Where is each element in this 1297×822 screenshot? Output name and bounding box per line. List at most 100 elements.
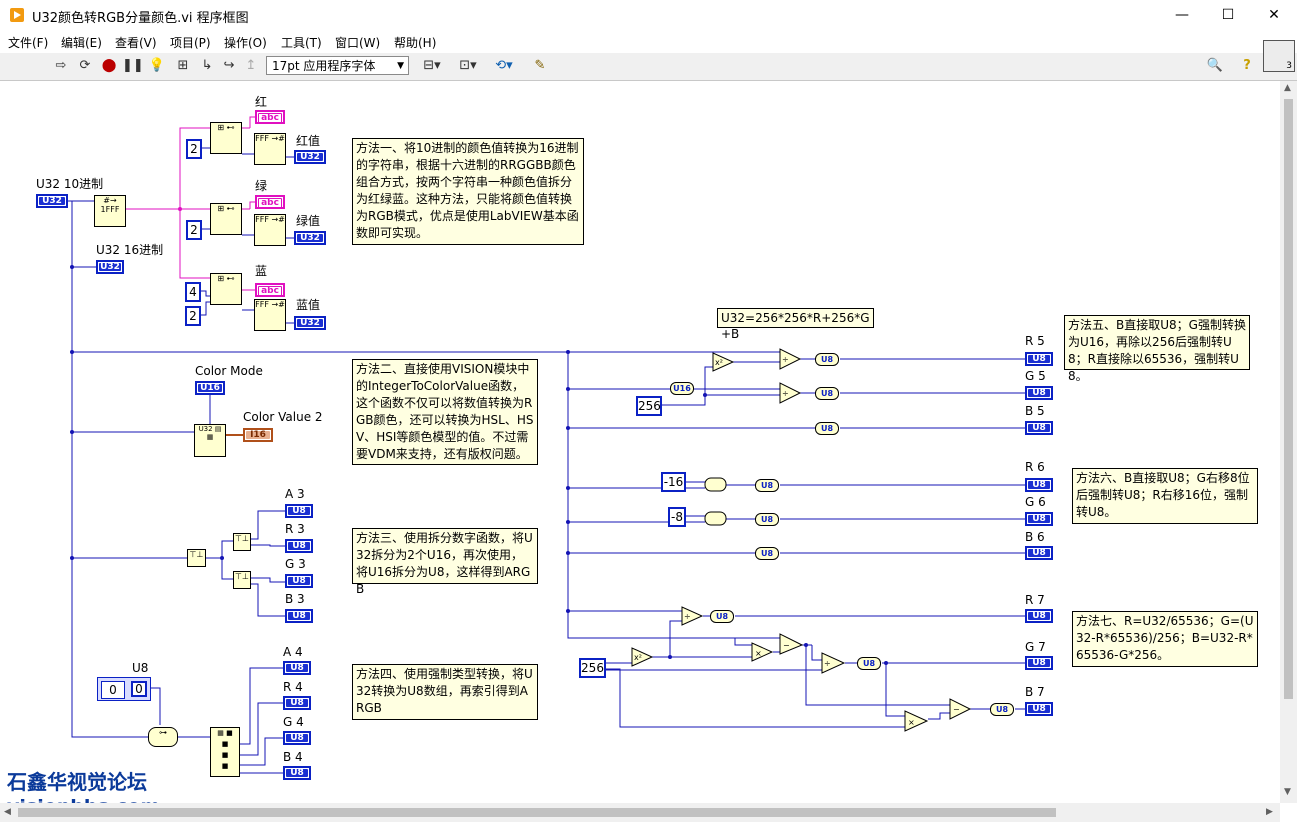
string-subset-red[interactable]: ⊞ ⊷ (210, 122, 242, 154)
to-u8-conversion-g7[interactable]: U8 (857, 657, 881, 670)
r5-indicator[interactable]: U8 (1025, 352, 1053, 366)
note-method-1[interactable]: 方法一、将10进制的颜色值转换为16进制的字符串，根据十六进制的RRGGBB颜色… (352, 138, 584, 245)
to-u8-conversion-g6[interactable]: U8 (755, 513, 779, 526)
logical-shift-r6[interactable] (704, 477, 727, 492)
r3-indicator[interactable]: U8 (285, 539, 313, 553)
u32-dec-control[interactable]: U32 (36, 194, 68, 208)
length-constant-2-green[interactable]: 2 (186, 220, 202, 240)
u32-hex-indicator[interactable]: U32 (96, 260, 124, 274)
b7-indicator[interactable]: U8 (1025, 702, 1053, 716)
split-number-function-2[interactable]: ⊤⊥ (233, 533, 251, 551)
divide-function-g5[interactable] (779, 382, 802, 404)
u8-array-constant[interactable]: 0 0 (97, 677, 151, 701)
r6-indicator[interactable]: U8 (1025, 478, 1053, 492)
distribute-objects-icon[interactable]: ⊡▾ (459, 58, 477, 73)
horizontal-scroll-thumb[interactable] (18, 808, 1056, 817)
pause-icon[interactable]: ❚❚ (122, 58, 144, 73)
horizontal-scrollbar[interactable]: ◀ ▶ (0, 803, 1280, 822)
to-u16-conversion[interactable]: U16 (670, 382, 694, 395)
hex-string-to-number-blue[interactable]: FFF →# (254, 299, 286, 331)
note-method-5[interactable]: 方法五、B直接取U8；G强制转换为U16，再除以256后强制转U8；R直接除以6… (1064, 315, 1250, 383)
menu-window[interactable]: 窗口(W) (335, 36, 381, 50)
offset-constant-4-blue[interactable]: 4 (185, 282, 201, 302)
retain-wire-values-icon[interactable]: ⊞ (177, 58, 189, 73)
cleanup-diagram-icon[interactable]: ✎ (534, 58, 546, 73)
string-subset-blue[interactable]: ⊞ ⊷ (210, 273, 242, 305)
hex-string-to-number-green[interactable]: FFF →# (254, 214, 286, 246)
step-into-icon[interactable]: ↳ (201, 58, 213, 73)
g5-indicator[interactable]: U8 (1025, 386, 1053, 400)
hex-string-to-number-red[interactable]: FFF →# (254, 133, 286, 165)
red-string-indicator[interactable]: abc (255, 110, 285, 124)
integer-to-color-value-function[interactable]: U32 ▤▦ (194, 424, 226, 457)
logical-shift-g6[interactable] (704, 511, 727, 526)
menu-edit[interactable]: 编辑(E) (61, 36, 102, 50)
square-function-2[interactable] (631, 647, 654, 667)
divide-function-g7[interactable] (821, 652, 846, 674)
b4-indicator[interactable]: U8 (283, 766, 311, 780)
color-value-2-indicator[interactable]: I16 (243, 428, 273, 442)
split-number-function-3[interactable]: ⊤⊥ (233, 571, 251, 589)
red-value-indicator[interactable]: U32 (294, 150, 326, 164)
green-value-indicator[interactable]: U32 (294, 231, 326, 245)
r4-indicator[interactable]: U8 (283, 696, 311, 710)
index-array-function[interactable]: ▦ ■■■■ (210, 727, 240, 777)
multiply-function-1[interactable] (751, 642, 774, 662)
divide-function-r7[interactable] (681, 606, 704, 626)
close-button[interactable]: ✕ (1268, 7, 1280, 23)
run-continuously-icon[interactable]: ⟳ (79, 58, 91, 73)
g4-indicator[interactable]: U8 (283, 731, 311, 745)
to-u8-conversion-r5[interactable]: U8 (815, 353, 839, 366)
scroll-left-icon[interactable]: ◀ (4, 807, 11, 817)
constant-minus16[interactable]: -16 (661, 472, 686, 492)
note-method-6[interactable]: 方法六、B直接取U8；G右移8位后强制转U8；R右移16位，强制转U8。 (1072, 468, 1258, 524)
scroll-right-icon[interactable]: ▶ (1266, 807, 1273, 817)
step-over-icon[interactable]: ↪ (223, 58, 235, 73)
square-function[interactable] (712, 352, 735, 372)
type-cast-function[interactable]: ⊶ (148, 727, 178, 747)
b5-indicator[interactable]: U8 (1025, 421, 1053, 435)
abort-icon[interactable]: ⬤ (101, 58, 117, 73)
blue-string-indicator[interactable]: abc (255, 283, 285, 297)
array-element-display[interactable]: 0 (131, 681, 147, 697)
b3-indicator[interactable]: U8 (285, 609, 313, 623)
highlight-execution-icon[interactable]: 💡 (148, 58, 166, 73)
to-u8-conversion-b7[interactable]: U8 (990, 703, 1014, 716)
note-method-3[interactable]: 方法三、使用拆分数字函数，将U32拆分为2个U16，再次使用，将U16拆分为U8… (352, 528, 538, 596)
number-to-hex-string-function[interactable]: #→ 1FFF (94, 195, 126, 227)
a3-indicator[interactable]: U8 (285, 504, 313, 518)
vertical-scroll-thumb[interactable] (1284, 99, 1293, 699)
run-icon[interactable]: ⇨ (55, 58, 67, 73)
to-u8-conversion-g5[interactable]: U8 (815, 387, 839, 400)
g6-indicator[interactable]: U8 (1025, 512, 1053, 526)
g3-indicator[interactable]: U8 (285, 574, 313, 588)
subtract-function-1[interactable] (779, 633, 804, 655)
scroll-down-icon[interactable]: ▼ (1284, 787, 1291, 797)
split-number-function-1[interactable]: ⊤⊥ (187, 549, 206, 567)
menu-view[interactable]: 查看(V) (115, 36, 157, 50)
formula-label[interactable]: U32=256*256*R+256*G+B (717, 308, 874, 341)
a4-indicator[interactable]: U8 (283, 661, 311, 675)
to-u8-conversion-b6[interactable]: U8 (755, 547, 779, 560)
menu-project[interactable]: 项目(P) (170, 36, 211, 50)
constant-256-method5[interactable]: 256 (636, 396, 662, 416)
string-subset-green[interactable]: ⊞ ⊷ (210, 203, 242, 235)
minimize-button[interactable]: — (1175, 7, 1189, 23)
r7-indicator[interactable]: U8 (1025, 609, 1053, 623)
length-constant-2-red[interactable]: 2 (186, 139, 202, 159)
align-objects-icon[interactable]: ⊟▾ (423, 58, 441, 73)
scroll-up-icon[interactable]: ▲ (1284, 83, 1291, 93)
context-help-icon[interactable]: ? (1243, 58, 1251, 73)
green-string-indicator[interactable]: abc (255, 195, 285, 209)
constant-256-method7[interactable]: 256 (579, 658, 606, 678)
reorder-icon[interactable]: ⟲▾ (495, 58, 513, 73)
menu-tools[interactable]: 工具(T) (281, 36, 322, 50)
note-method-7[interactable]: 方法七、R=U32/65536；G=(U32-R*65536)/256；B=U3… (1072, 611, 1258, 667)
to-u8-conversion-b5[interactable]: U8 (815, 422, 839, 435)
menu-help[interactable]: 帮助(H) (394, 36, 437, 50)
color-mode-control[interactable]: U16 (195, 381, 225, 395)
menu-file[interactable]: 文件(F) (8, 36, 49, 50)
divide-function-r5[interactable] (779, 348, 802, 370)
constant-minus8[interactable]: -8 (668, 507, 686, 527)
note-method-2[interactable]: 方法二、直接使用VISION模块中的IntegerToColorValue函数，… (352, 359, 538, 465)
